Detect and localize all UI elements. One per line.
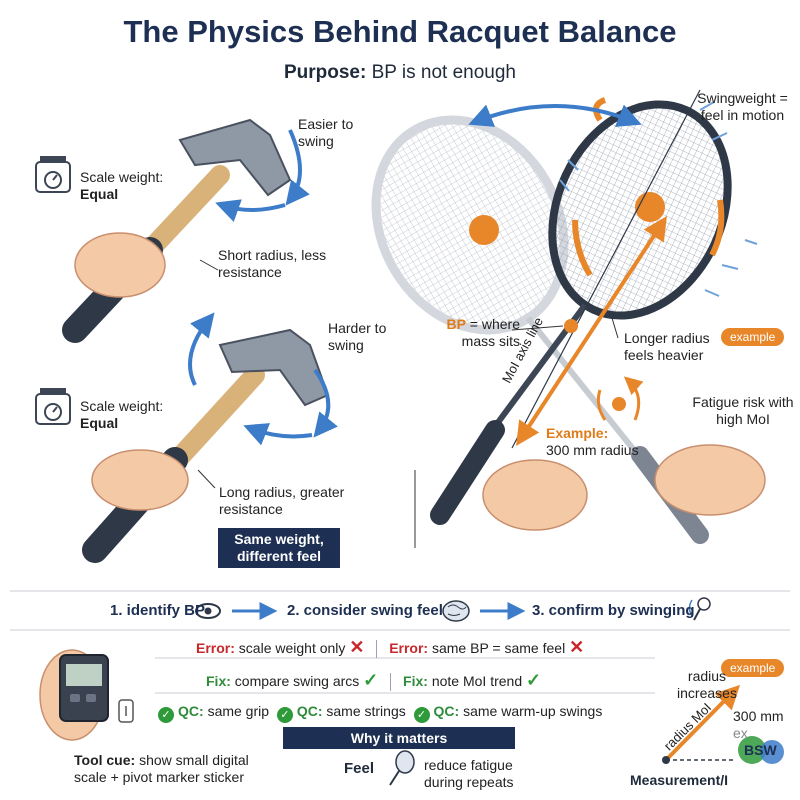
why-header: Why it matters xyxy=(283,727,515,749)
brain-icon xyxy=(442,600,470,622)
swing-arrow-top xyxy=(285,129,310,206)
eye-icon xyxy=(195,603,221,619)
bsw-logo xyxy=(738,736,784,764)
swingweight-label: Swingweight = feel in motion xyxy=(697,90,788,123)
measurement-diagram xyxy=(662,684,741,764)
bp-marker-light xyxy=(612,397,626,411)
scale-weight-bottom: Scale weight: Equal xyxy=(80,398,164,431)
tool-cue: Tool cue: show small digital scale + piv… xyxy=(74,752,274,786)
tool-cue-text: show small digital scale + pivot marker … xyxy=(74,752,249,785)
bsw-logo-text: BSW xyxy=(744,742,777,758)
check-circle-icon: ✓ xyxy=(276,707,293,723)
page-title: The Physics Behind Racquet Balance xyxy=(123,14,677,49)
scale-weight-top: Scale weight: Equal xyxy=(80,169,164,202)
long-radius-label: Long radius, greater resistance xyxy=(219,484,345,517)
short-radius-label: Short radius, less resistance xyxy=(218,247,327,280)
feel-label: Feel xyxy=(344,760,375,777)
summary-box: Same weight, different feel xyxy=(218,528,340,568)
measurement-example-pill: example xyxy=(721,659,785,677)
scale-icon-top xyxy=(35,156,71,193)
scale-value-top: Equal xyxy=(80,186,119,202)
check-circle-icon: ✓ xyxy=(158,707,174,723)
tool-cue-label: Tool cue: xyxy=(74,752,136,768)
swingweight-arrow xyxy=(468,104,642,127)
errors-row: Error: scale weight only ✕ Error: same B… xyxy=(196,637,585,659)
qc-2-text: same strings xyxy=(326,703,406,719)
fix-2-text: note MoI trend xyxy=(431,673,523,689)
qc-1-text: same grip xyxy=(207,703,270,719)
example-label: Example: 300 mm radius xyxy=(546,425,639,458)
fix-1-text: compare swing arcs xyxy=(234,673,360,689)
check-circle-icon: ✓ xyxy=(413,707,430,723)
bp-marker xyxy=(564,319,578,333)
digital-scale-icon xyxy=(39,649,109,741)
swing-arrow-top-return xyxy=(215,199,286,222)
measurement-value: 300 mm ex xyxy=(733,708,784,741)
swing-arrow-bottom xyxy=(188,312,215,386)
error-1-text: scale weight only xyxy=(238,640,346,656)
bp-text: = where mass sits xyxy=(461,316,520,349)
subtitle-text: BP is not enough xyxy=(371,62,516,83)
hammer-bottom xyxy=(82,328,330,563)
pivot-marker-icon xyxy=(118,699,134,723)
fatigue-arrow xyxy=(623,376,644,421)
swing-icon xyxy=(688,597,711,621)
example-pill: example xyxy=(721,328,785,346)
fixes-row: Fix: compare swing arcs ✓ Fix: note MoI … xyxy=(206,670,542,692)
example-value: 300 mm radius xyxy=(546,442,639,458)
bp-label: BP = where mass sits xyxy=(430,316,520,350)
radius-increases-label: radius increases xyxy=(677,668,737,701)
hammer-top xyxy=(62,118,292,343)
qc-row: ✓QC: same grip ✓QC: same strings ✓QC: sa… xyxy=(158,703,602,723)
swing-arrow-bottom-right xyxy=(313,368,338,438)
easier-swing-label: Easier to swing xyxy=(298,116,354,149)
harder-swing-label: Harder to swing xyxy=(328,320,387,353)
step-consider-feel: 2. consider swing feel xyxy=(287,602,443,619)
hand-right-racquet xyxy=(654,444,766,516)
scale-value-bottom: Equal xyxy=(80,415,119,431)
feel-racquet-icon xyxy=(389,750,415,786)
check-icon: ✓ xyxy=(526,670,542,690)
longer-radius-label: Longer radius feels heavier xyxy=(624,330,710,363)
scale-icon-bottom xyxy=(35,388,71,425)
qc-3-text: same warm-up swings xyxy=(463,703,603,719)
fatigue-label: Fatigue risk with high MoI xyxy=(692,394,794,427)
motion-lines xyxy=(559,101,758,297)
feel-text: reduce fatigue during repeats xyxy=(424,757,514,790)
measurement-footer: Measurement/I xyxy=(630,772,729,788)
swing-arrow-bottom-return xyxy=(243,423,313,446)
example-radius-arrow xyxy=(516,215,667,447)
step-confirm-swing: 3. confirm by swinging xyxy=(532,602,695,619)
hand-left-racquet xyxy=(482,459,588,531)
check-icon: ✓ xyxy=(363,670,379,690)
error-2-text: same BP = same feel xyxy=(431,640,566,656)
cross-icon: ✕ xyxy=(569,637,585,657)
step-identify-bp: 1. identify BP xyxy=(110,602,206,619)
subtitle-label: Purpose: xyxy=(283,62,367,83)
cross-icon: ✕ xyxy=(349,637,365,657)
bp-term: BP xyxy=(446,316,466,332)
page-subtitle: Purpose: BP is not enough xyxy=(0,62,800,84)
